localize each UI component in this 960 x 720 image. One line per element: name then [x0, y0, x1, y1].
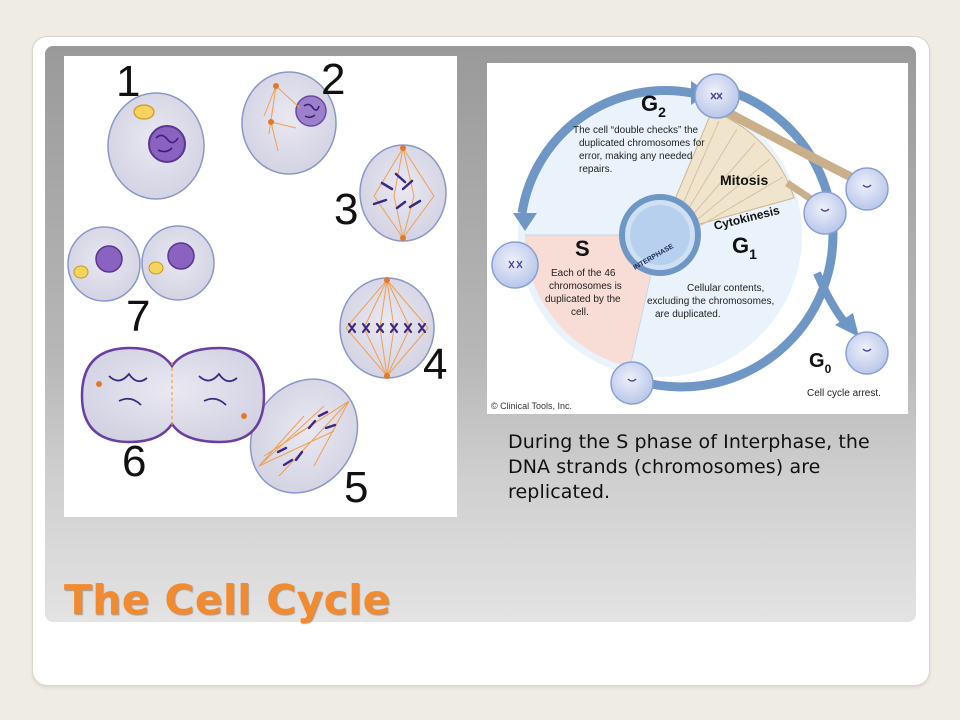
phase-label-1: 1 [116, 57, 140, 106]
g1-label: G1 [732, 233, 757, 262]
cell-anaphase [249, 378, 359, 494]
cycle-small-cells [491, 73, 889, 405]
slide-caption: During the S phase of Interphase, the DN… [508, 431, 870, 503]
s-label: S [575, 236, 590, 261]
g2-description: The cell “double checks” the duplicated … [573, 125, 707, 175]
s-phase-wedge [524, 235, 660, 367]
credit-text: © Clinical Tools, Inc. [491, 401, 572, 411]
slide-title: The Cell Cycle [64, 576, 391, 624]
g0-description: Cell cycle arrest. [807, 388, 881, 399]
g2-label: G2 [641, 91, 666, 120]
cell-metaphase [339, 277, 435, 379]
cell-daughter-cells [67, 225, 215, 302]
phase-label-2: 2 [321, 56, 345, 104]
g0-label: G0 [809, 350, 832, 376]
cell-prophase [241, 71, 337, 175]
phase-label-7: 7 [126, 292, 150, 341]
phase-label-3: 3 [334, 185, 358, 234]
s-description: Each of the 46 chromosomes is duplicated… [545, 268, 625, 318]
phase-label-4: 4 [423, 340, 447, 389]
cell-interphase [107, 92, 205, 200]
cell-prometaphase [359, 144, 447, 242]
cell-telophase [80, 346, 266, 444]
g1-description: Cellular contents, excluding the chromos… [647, 283, 777, 320]
mitosis-arrow [722, 107, 862, 186]
cell-phases-figure: 1 2 3 4 5 6 7 [64, 56, 457, 517]
cell-cycle-diagram: G2 The cell “double checks” the duplicat… [487, 63, 908, 414]
phase-label-6: 6 [122, 437, 146, 486]
phase-label-5: 5 [344, 463, 368, 512]
mitosis-label: Mitosis [720, 172, 768, 188]
